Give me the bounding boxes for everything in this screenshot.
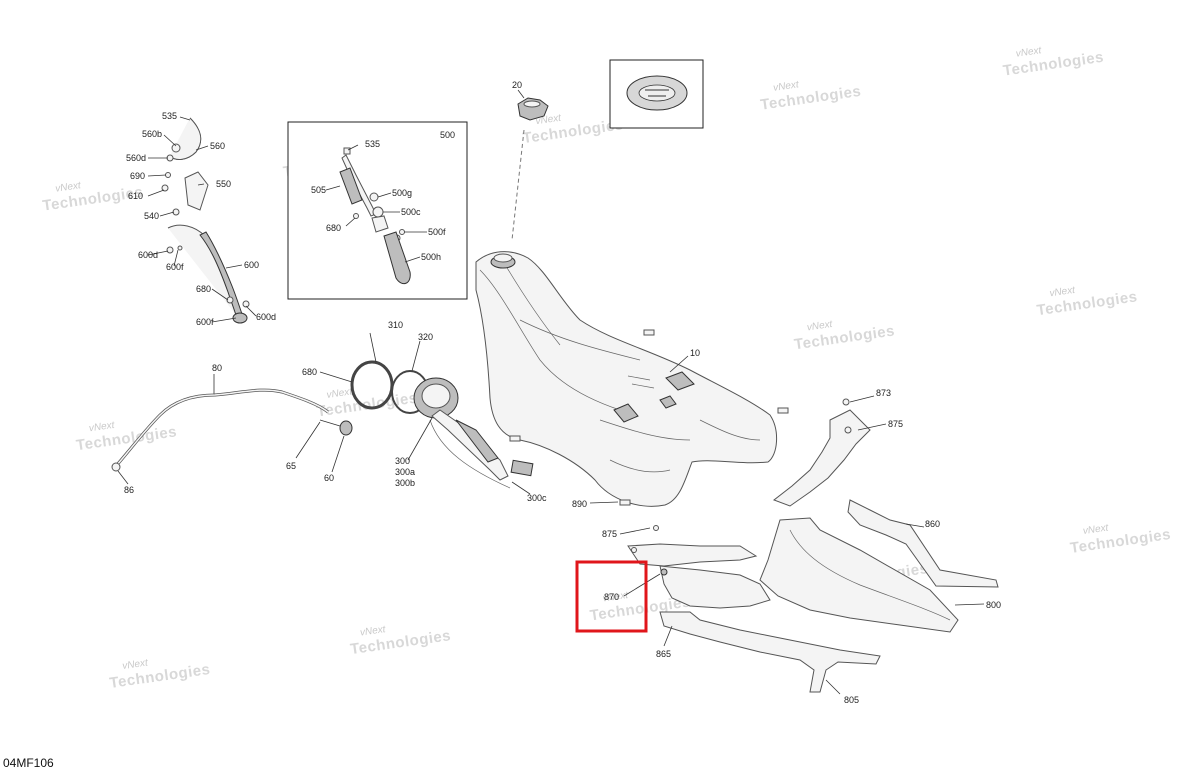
label-500[interactable]: 500 [440,130,455,140]
label-870[interactable]: 870 [604,592,619,602]
leader-lines-left [147,116,257,323]
label-500f[interactable]: 500f [428,227,446,237]
part-labels-pump: 310 320 680 300 300a 300b 300c [302,320,547,503]
svg-text:vNext: vNext [773,79,801,94]
svg-text:vNext: vNext [1082,522,1110,537]
bracket-870 [589,499,771,609]
svg-text:vNext: vNext [122,657,150,672]
label-540[interactable]: 540 [144,211,159,221]
label-680[interactable]: 680 [302,367,317,377]
label-535[interactable]: 535 [365,139,380,149]
label-600d[interactable]: 600d [138,250,158,260]
label-600f[interactable]: 600f [196,317,214,327]
label-300[interactable]: 300 [395,456,410,466]
label-20[interactable]: 20 [512,80,522,90]
diagram-id: 04MF106 [3,756,54,770]
label-560d[interactable]: 560d [126,153,146,163]
label-610[interactable]: 610 [128,191,143,201]
part-labels-inset: 500 535 505 500g 500c 680 500f 500h [311,130,455,262]
label-690[interactable]: 690 [130,171,145,181]
label-600[interactable]: 600 [244,260,259,270]
svg-text:vNext: vNext [806,319,834,334]
label-86[interactable]: 86 [124,485,134,495]
part-labels-right: 873 875 890 875 860 870 800 865 805 [572,388,1001,705]
label-300c[interactable]: 300c [527,493,547,503]
label-300a[interactable]: 300a [395,467,415,477]
label-300b[interactable]: 300b [395,478,415,488]
bracket-875-right [772,395,887,507]
skid-plate-800 [759,517,985,633]
label-505[interactable]: 505 [311,185,326,195]
label-500h[interactable]: 500h [421,252,441,262]
label-310[interactable]: 310 [388,320,403,330]
label-890[interactable]: 890 [572,499,587,509]
label-875[interactable]: 875 [888,419,903,429]
label-80[interactable]: 80 [212,363,222,373]
label-560[interactable]: 560 [210,141,225,151]
label-500c[interactable]: 500c [401,207,421,217]
cap-detail-box [609,59,704,129]
label-60[interactable]: 60 [324,473,334,483]
part-labels-vent: 80 65 60 86 [124,363,334,495]
label-560b[interactable]: 560b [142,129,162,139]
label-680[interactable]: 680 [326,223,341,233]
label-535[interactable]: 535 [162,111,177,121]
highlight-box [575,560,648,633]
fuel-tank [475,251,789,507]
label-875[interactable]: 875 [602,529,617,539]
svg-text:vNext: vNext [55,180,83,195]
svg-text:vNext: vNext [1015,45,1043,60]
label-600d[interactable]: 600d [256,312,276,322]
label-800[interactable]: 800 [986,600,1001,610]
label-680[interactable]: 680 [196,284,211,294]
label-500g[interactable]: 500g [392,188,412,198]
part-labels-left: 535 560b 560 560d 690 550 610 540 600d 6… [126,111,276,327]
label-860[interactable]: 860 [925,519,940,529]
label-873[interactable]: 873 [876,388,891,398]
label-600f[interactable]: 600f [166,262,184,272]
svg-text:vNext: vNext [1049,285,1077,300]
label-65[interactable]: 65 [286,461,296,471]
bracket-865-805 [659,611,881,695]
label-805[interactable]: 805 [844,695,859,705]
label-10[interactable]: 10 [690,348,700,358]
label-865[interactable]: 865 [656,649,671,659]
bracket-860 [847,499,999,588]
label-550[interactable]: 550 [216,179,231,189]
label-320[interactable]: 320 [418,332,433,342]
svg-text:vNext: vNext [88,420,116,435]
fuel-cap [511,89,549,241]
svg-text:vNext: vNext [326,386,354,401]
inset-box-500 [287,121,468,300]
vent-line [111,374,353,485]
svg-text:vNext: vNext [602,590,630,605]
svg-text:vNext: vNext [359,624,387,639]
fuel-pump-assembly [319,332,534,495]
